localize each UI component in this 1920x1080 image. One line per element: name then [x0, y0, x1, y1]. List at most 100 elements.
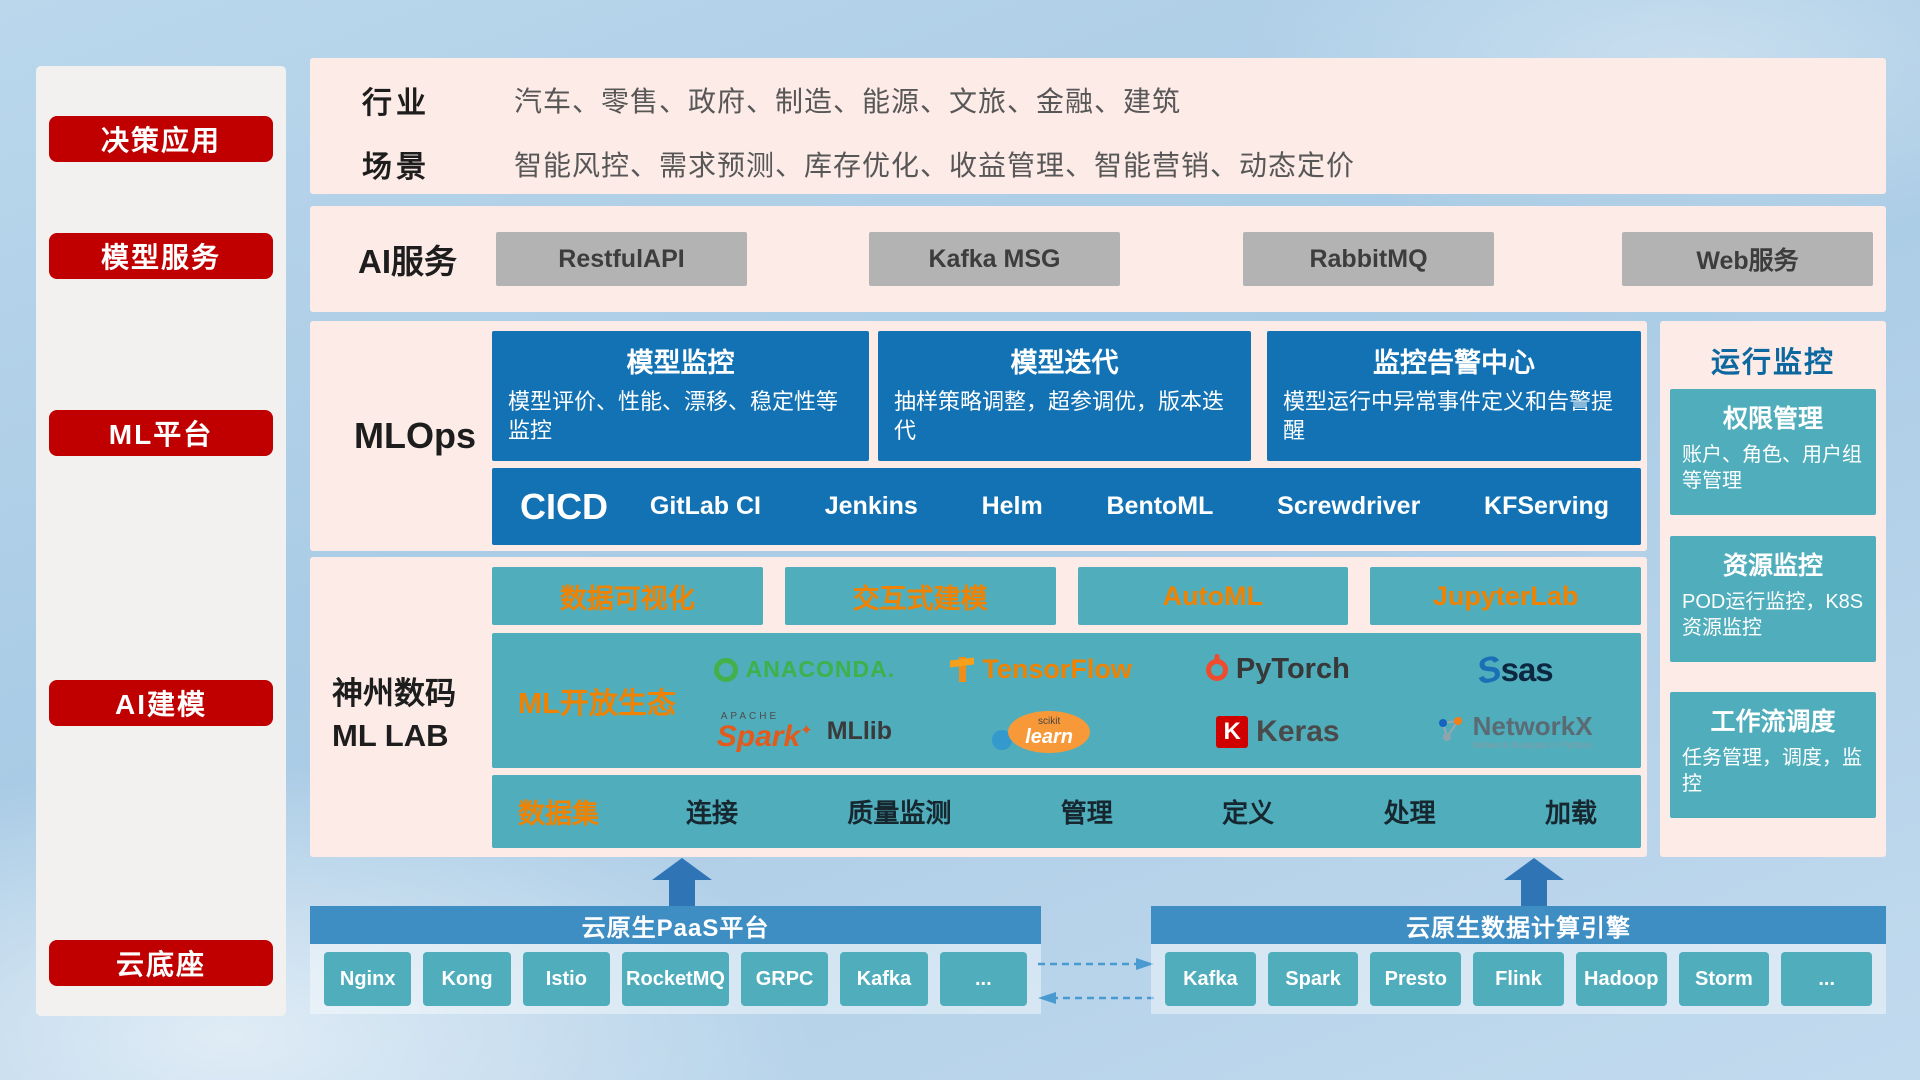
workflow-scheduling-card: 工作流调度 任务管理，调度，监控	[1670, 692, 1876, 818]
keras-logo-text: Keras	[1256, 714, 1340, 748]
dataset-item-quality: 质量监测	[847, 798, 952, 828]
anaconda-logo-text: ANACONDA.	[745, 656, 896, 682]
resource-monitoring-title: 资源监控	[1722, 552, 1823, 580]
scikit-learn-logo-text: learn	[1025, 725, 1074, 748]
cicd-item-helm: Helm	[981, 492, 1043, 520]
cicd-item-bentoml: BentoML	[1106, 492, 1214, 520]
networkx-sub-text: Network Analysis in Python	[1472, 739, 1592, 750]
spark-apache-text: APACHE	[720, 710, 780, 722]
networkx-logo: NetworkX Network Analysis in Python	[1396, 712, 1633, 750]
dataset-item-load: 加载	[1544, 798, 1597, 828]
mllib-logo-text: MLlib	[826, 717, 892, 745]
spark-logo-text: Spark	[716, 719, 801, 753]
web-service-button[interactable]: Web服务	[1622, 232, 1873, 286]
rail-item-model-service[interactable]: 模型服务	[49, 233, 273, 279]
storm-chip[interactable]: Storm	[1678, 952, 1770, 1006]
rocketmq-chip[interactable]: RocketMQ	[622, 952, 729, 1006]
data-flow-arrows	[1038, 958, 1154, 1004]
mllab-label-line2: ML LAB	[332, 717, 449, 753]
rabbitmq-button[interactable]: RabbitMQ	[1243, 232, 1494, 286]
spark-star-icon: ✦	[800, 721, 813, 739]
keras-icon: K	[1216, 715, 1249, 748]
runtime-monitoring-panel: 运行监控 权限管理 账户、角色、用户组等管理 资源监控 POD运行监控，K8S资…	[1660, 321, 1886, 857]
workflow-scheduling-desc: 任务管理，调度，监控	[1682, 747, 1862, 796]
model-monitoring-desc: 模型评价、性能、漂移、稳定性等监控	[508, 389, 839, 444]
resource-monitoring-card: 资源监控 POD运行监控，K8S资源监控	[1670, 536, 1876, 662]
cicd-item-jenkins: Jenkins	[824, 492, 918, 520]
cicd-items: GitLab CI Jenkins Helm BentoML Screwdriv…	[618, 492, 1641, 521]
mllab-label-line1: 神州数码	[332, 676, 456, 711]
rail-item-decision-apps[interactable]: 决策应用	[49, 116, 273, 162]
scenario-value: 智能风控、需求预测、库存优化、收益管理、智能营销、动态定价	[514, 150, 1356, 181]
scenario-label: 场景	[362, 151, 430, 184]
jupyterlab-button[interactable]: JupyterLab	[1370, 567, 1641, 625]
dataset-item-manage: 管理	[1060, 798, 1113, 828]
paas-more-chip[interactable]: ...	[939, 952, 1027, 1006]
flink-chip[interactable]: Flink	[1473, 952, 1564, 1006]
cicd-label: CICD	[520, 485, 608, 527]
pytorch-logo-text: PyTorch	[1235, 653, 1350, 685]
permission-mgmt-desc: 账户、角色、用户组等管理	[1682, 444, 1862, 493]
sas-logo: S sas	[1396, 646, 1633, 691]
cicd-item-kfserving: KFServing	[1484, 492, 1610, 520]
ai-services-label: AI服务	[358, 243, 457, 280]
ai-services-panel: AI服务 RestfulAPI Kafka MSG RabbitMQ Web服务	[310, 206, 1886, 312]
nginx-chip[interactable]: Nginx	[324, 952, 412, 1006]
mlops-label: MLOps	[354, 415, 476, 456]
rail-item-ml-platform[interactable]: ML平台	[49, 410, 273, 456]
permission-mgmt-card: 权限管理 账户、角色、用户组等管理	[1670, 389, 1876, 515]
mllab-panel: 神州数码 ML LAB 数据可视化 交互式建模 AutoML JupyterLa…	[310, 557, 1647, 857]
dataset-item-process: 处理	[1383, 798, 1436, 828]
hadoop-chip[interactable]: Hadoop	[1575, 952, 1667, 1006]
restfulapi-button[interactable]: RestfulAPI	[496, 232, 747, 286]
engine-kafka-chip[interactable]: Kafka	[1165, 952, 1256, 1006]
engine-header: 云原生数据计算引擎	[1151, 906, 1886, 944]
cicd-item-screwdriver: Screwdriver	[1277, 492, 1421, 520]
industry-value: 汽车、零售、政府、制造、能源、文旅、金融、建筑	[514, 86, 1182, 117]
istio-chip[interactable]: Istio	[522, 952, 611, 1006]
left-rail: 决策应用 模型服务 ML平台 AI建模 云底座	[36, 66, 286, 1016]
alert-center-title: 监控告警中心	[1373, 348, 1535, 378]
data-visualization-button[interactable]: 数据可视化	[492, 567, 763, 625]
kafka-msg-button[interactable]: Kafka MSG	[869, 232, 1120, 286]
model-iteration-desc: 抽样策略调整，超参调优，版本迭代	[894, 389, 1225, 444]
engine-more-chip[interactable]: ...	[1781, 952, 1873, 1006]
paas-header: 云原生PaaS平台	[310, 906, 1041, 944]
presto-chip[interactable]: Presto	[1370, 952, 1462, 1006]
grpc-chip[interactable]: GRPC	[740, 952, 829, 1006]
model-monitoring-title: 模型监控	[626, 348, 735, 378]
scenario-row: 场景 智能风控、需求预测、库存优化、收益管理、智能营销、动态定价	[362, 142, 1856, 186]
model-monitoring-card: 模型监控 模型评价、性能、漂移、稳定性等监控	[492, 331, 869, 461]
dataset-label: 数据集	[518, 799, 599, 829]
dataset-bar: 数据集 连接 质量监测 管理 定义 处理 加载	[492, 775, 1641, 848]
rail-item-cloud-base[interactable]: 云底座	[49, 940, 273, 986]
permission-mgmt-title: 权限管理	[1722, 405, 1823, 433]
tensorflow-logo: TensorFlow	[923, 654, 1160, 685]
kafka-chip[interactable]: Kafka	[840, 952, 928, 1006]
sas-logo-text: sas	[1500, 650, 1554, 688]
cicd-bar: CICD GitLab CI Jenkins Helm BentoML Scre…	[492, 468, 1641, 545]
up-arrow-right	[1504, 858, 1564, 906]
industry-label: 行业	[362, 87, 430, 120]
mllab-tools-row: 数据可视化 交互式建模 AutoML JupyterLab	[492, 567, 1641, 625]
interactive-modeling-button[interactable]: 交互式建模	[784, 567, 1056, 625]
model-iteration-card: 模型迭代 抽样策略调整，超参调优，版本迭代	[878, 331, 1251, 461]
scikit-learn-logo: scikit learn	[923, 710, 1160, 753]
paas-strip: Nginx Kong Istio RocketMQ GRPC Kafka ...	[310, 944, 1041, 1014]
dataset-item-connect: 连接	[686, 798, 739, 828]
alert-center-desc: 模型运行中异常事件定义和告警提醒	[1283, 389, 1614, 444]
spark-chip[interactable]: Spark	[1267, 952, 1359, 1006]
cicd-item-gitlab-ci: GitLab CI	[649, 492, 761, 520]
pytorch-icon	[1205, 658, 1228, 681]
up-arrow-left	[652, 858, 712, 906]
mlops-panel: MLOps 模型监控 模型评价、性能、漂移、稳定性等监控 模型迭代 抽样策略调整…	[310, 321, 1647, 551]
rail-item-ai-modeling[interactable]: AI建模	[49, 680, 273, 726]
kong-chip[interactable]: Kong	[423, 952, 511, 1006]
keras-logo: K Keras	[1160, 715, 1397, 749]
automl-button[interactable]: AutoML	[1077, 567, 1349, 625]
mllab-label: 神州数码 ML LAB	[332, 673, 492, 757]
dataset-item-define: 定义	[1222, 798, 1275, 828]
ml-ecosystem-logos: ANACONDA. TensorFlow PyTorch S sas APAC	[686, 639, 1633, 763]
scikit-learn-icon	[992, 729, 1013, 750]
